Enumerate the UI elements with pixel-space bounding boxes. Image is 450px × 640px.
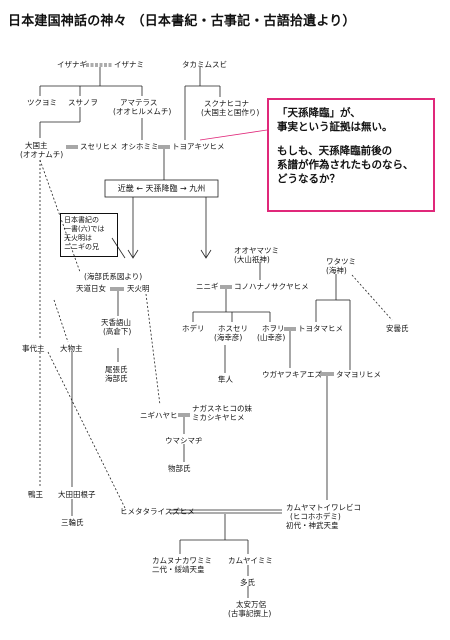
- label-amamichihime: 天道日女: [76, 284, 106, 293]
- label-amabe: 海部氏: [105, 374, 128, 383]
- label-hoori-sub: (山幸彦): [257, 333, 286, 342]
- label-oo: 多氏: [240, 578, 255, 587]
- label-azumi: 安曇氏: [386, 324, 409, 333]
- label-kamo: 鴨王: [28, 490, 43, 499]
- label-amaterasu-sub: (オオヒルメムチ): [113, 107, 172, 116]
- label-suserihime: スセリヒメ: [80, 142, 118, 151]
- label-oono-yasumaro: 太安万侶: [236, 600, 266, 609]
- label-konohanasakuyahime: コノハナノサクヤヒメ: [234, 282, 309, 291]
- label-omononushi: 大物主: [60, 344, 83, 353]
- label-otataneko: 大田田根子: [58, 490, 96, 499]
- label-takamimusubi: タカミムスビ: [182, 60, 227, 69]
- label-kamuyaimimi: カムヤイミミ: [228, 556, 273, 565]
- label-hoderi: ホデリ: [182, 324, 205, 333]
- label-owari: 尾張氏: [105, 365, 128, 374]
- label-amenokaguyama-sub: (高倉下): [103, 327, 132, 336]
- label-izanami: イザナミ: [114, 60, 144, 69]
- callout-line-2: 事実という証拠は無い。: [277, 121, 393, 133]
- label-amabe-clan-source: (海部氏系図より): [84, 272, 143, 281]
- label-toyoakitsuhime: トヨアキツヒメ: [172, 142, 225, 151]
- label-sukunahikona: スクナヒコナ: [204, 99, 249, 108]
- label-toyotamahime: トヨタマヒメ: [298, 324, 343, 333]
- label-umashimaji: ウマシマヂ: [165, 436, 203, 445]
- label-nagasunehiko-sister: ナガスネヒコの妹: [192, 404, 252, 413]
- label-hosuseri-sub: (海幸彦): [214, 333, 243, 342]
- label-oshihomimi: オシホミミ: [121, 142, 159, 151]
- callout-line-1: 「天孫降臨」が、: [277, 107, 361, 119]
- label-kotoshironushi: 事代主: [22, 344, 45, 353]
- label-amenokaguyama: 天香語山: [101, 318, 131, 327]
- page-title: 日本建国神話の神々 （日本書紀・古事記・古語拾遺より）: [8, 14, 356, 29]
- label-miwa: 三輪氏: [61, 518, 84, 527]
- note-line-2: 一書(六)では: [64, 225, 105, 233]
- label-tamayorihime: タマヨリヒメ: [336, 370, 381, 379]
- descent-route-label: 近畿 ← 天孫降臨 → 九州: [117, 184, 206, 193]
- label-watatsumi: ワタツミ: [326, 257, 356, 266]
- label-hosuseri: ホスセリ: [218, 324, 248, 333]
- label-jimmu: 初代・神武天皇: [286, 521, 339, 530]
- label-amenohoakari: 天火明: [127, 284, 150, 293]
- label-hoori: ホヲリ: [262, 324, 285, 333]
- label-kamuyamato: カムヤマトイワレビコ: [286, 503, 361, 512]
- label-kamununakawamimi: カムヌナカワミミ: [152, 556, 212, 565]
- label-oyamatsumi-sub: (大山祇神): [234, 255, 270, 264]
- callout-line-3: もしも、天孫降臨前後の: [277, 145, 393, 157]
- label-okuninushi: 大国主: [25, 141, 48, 150]
- label-ugayafukiaezu: ウガヤフキアエズ: [262, 370, 322, 379]
- label-hayato: 隼人: [218, 375, 233, 384]
- label-kamuyamato-sub: (ヒコホホデミ): [290, 512, 341, 521]
- note-line-4: ニニギの兄: [64, 243, 99, 251]
- label-suizei: 二代・綏靖天皇: [152, 565, 205, 574]
- label-okuninushi-sub: (オオナムチ): [20, 150, 64, 159]
- note-line-3: 天火明は: [64, 234, 92, 242]
- label-oyamatsumi: オオヤマツミ: [234, 246, 279, 255]
- nihonshoki-note: 日本書紀の 一書(六)では 天火明は ニニギの兄: [60, 213, 118, 257]
- callout-line-5: どうなるか？: [277, 173, 340, 185]
- callout-box: 「天孫降臨」が、 事実という証拠は無い。 もしも、天孫降臨前後の 系譜が作為され…: [267, 98, 435, 212]
- label-watatsumi-sub: (海神): [326, 266, 347, 275]
- label-himetatara: ヒメタタライスズヒメ: [120, 507, 195, 516]
- label-sukunahikona-sub: (大国主と国作り): [201, 108, 260, 117]
- label-mononobe: 物部氏: [168, 464, 191, 473]
- label-ninigi: ニニギ: [196, 282, 219, 291]
- label-oono-yasumaro-sub: (古事記撰上): [228, 609, 272, 618]
- label-amaterasu: アマテラス: [120, 98, 158, 107]
- label-susanoo: スサノヲ: [68, 98, 98, 107]
- label-izanagi: イザナギ: [57, 60, 87, 69]
- callout-line-4: 系譜が作為されたものなら、: [277, 159, 414, 171]
- label-nigihayahi: ニギハヤヒ: [140, 411, 178, 420]
- note-line-1: 日本書紀の: [64, 216, 99, 224]
- label-mikashikiyahime: ミカシキヤヒメ: [192, 413, 245, 422]
- label-tsukuyomi: ツクヨミ: [27, 98, 57, 107]
